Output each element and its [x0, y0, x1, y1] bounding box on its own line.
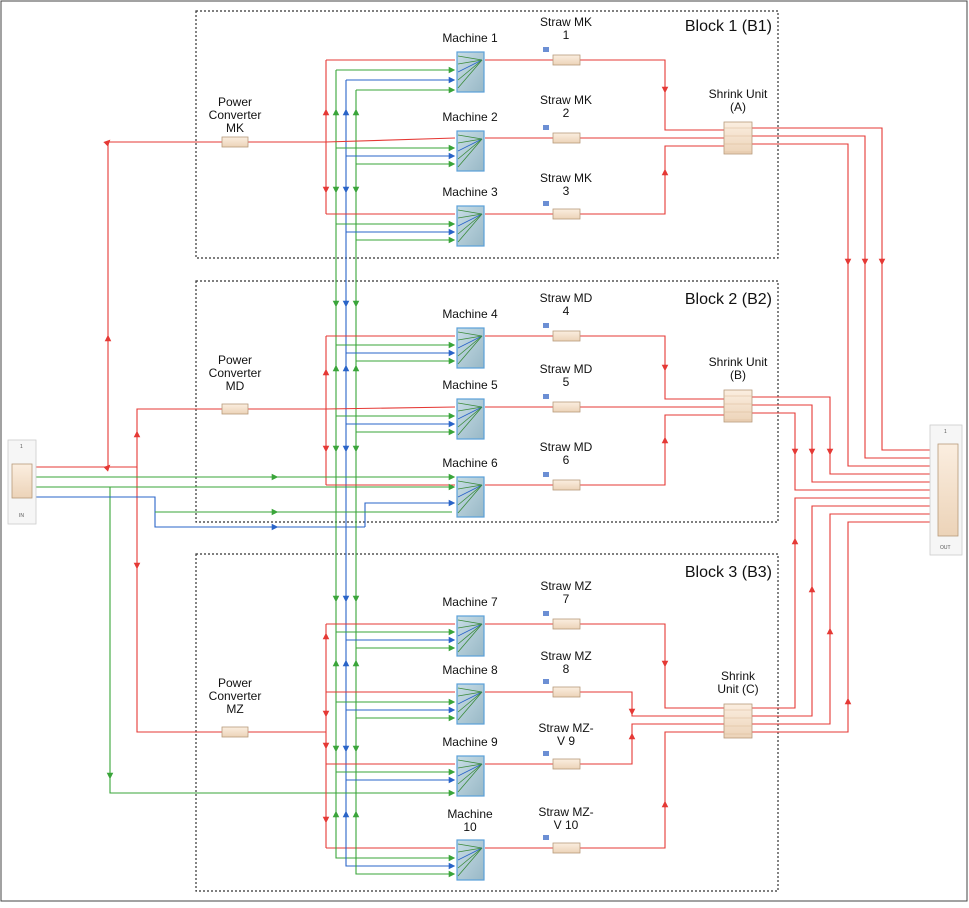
- machine-label-m9: Machine 9: [442, 735, 498, 749]
- machine-glyph-m8: [457, 687, 483, 721]
- machine-label-m7: Machine 7: [442, 595, 498, 609]
- machine-label-m1: Machine 1: [442, 31, 498, 45]
- machine-glyph-m6: [457, 480, 483, 514]
- shrink-unit-label-su-a: Shrink Unit(A): [709, 87, 768, 114]
- machine-glyph-m3: [457, 209, 483, 243]
- machine-glyph-m10: [457, 843, 483, 877]
- converter-pc-mk[interactable]: [221, 136, 249, 148]
- block-2-frame: [195, 280, 779, 523]
- machine-m3[interactable]: [456, 205, 485, 247]
- input-port[interactable]: 1 IN: [7, 439, 37, 525]
- shrink-unit-su-c[interactable]: [723, 703, 753, 739]
- output-port-top-label: 1: [944, 429, 947, 435]
- straw-marker-icon: [543, 394, 549, 399]
- straw-s7[interactable]: [552, 618, 581, 630]
- output-port[interactable]: 1 OUT: [929, 424, 963, 556]
- straw-s8[interactable]: [552, 686, 581, 698]
- straw-marker-icon: [543, 47, 549, 52]
- straw-marker-icon: [543, 835, 549, 840]
- machine-glyph-m4: [457, 331, 483, 365]
- straw-marker-icon: [543, 323, 549, 328]
- component-labels: Block 1 (B1) Block 2 (B2) Block 3 (B3) Powe…: [209, 15, 772, 834]
- input-port-top-label: 1: [20, 444, 23, 450]
- machine-m9[interactable]: [456, 755, 485, 797]
- machine-label-m2: Machine 2: [442, 110, 498, 124]
- block-title-b3: Block 3 (B3): [685, 564, 772, 581]
- converter-pc-mz[interactable]: [221, 726, 249, 738]
- machine-label-m8: Machine 8: [442, 663, 498, 677]
- machine-label-m3: Machine 3: [442, 185, 498, 199]
- connection-wires: [35, 59, 940, 878]
- machine-label-m4: Machine 4: [442, 307, 498, 321]
- straw-marker-icon: [543, 472, 549, 477]
- machine-label-m6: Machine 6: [442, 456, 498, 470]
- machine-glyph-m1: [457, 55, 483, 89]
- straw-s3[interactable]: [552, 208, 581, 220]
- straw-s9[interactable]: [552, 758, 581, 770]
- machine-m10[interactable]: [456, 839, 485, 881]
- shrink-unit-su-b[interactable]: [723, 389, 753, 423]
- machine-m1[interactable]: [456, 51, 485, 93]
- straw-marker-icon: [543, 201, 549, 206]
- block-title-b1: Block 1 (B1): [685, 18, 772, 35]
- block-3-frame: [195, 553, 779, 892]
- output-port-bottom-label: OUT: [940, 545, 951, 551]
- straw-marker-icon: [543, 679, 549, 684]
- straw-s1[interactable]: [552, 54, 581, 66]
- machine-glyph-m9: [457, 759, 483, 793]
- straw-label-s9: Straw MZ-V 9: [538, 721, 593, 748]
- machine-m5[interactable]: [456, 398, 485, 440]
- straw-s2[interactable]: [552, 132, 581, 144]
- straw-marker-icon: [543, 751, 549, 756]
- straw-marker-icon: [543, 611, 549, 616]
- components: [221, 47, 753, 881]
- machine-glyph-m2: [457, 134, 483, 168]
- straw-s10[interactable]: [552, 842, 581, 854]
- machine-label-m5: Machine 5: [442, 378, 498, 392]
- machine-m2[interactable]: [456, 130, 485, 172]
- straw-s4[interactable]: [552, 330, 581, 342]
- machine-m8[interactable]: [456, 683, 485, 725]
- machine-m4[interactable]: [456, 327, 485, 369]
- machine-m6[interactable]: [456, 476, 485, 518]
- machine-m7[interactable]: [456, 615, 485, 657]
- block-title-b2: Block 2 (B2): [685, 291, 772, 308]
- converter-pc-md[interactable]: [221, 403, 249, 415]
- straw-s5[interactable]: [552, 401, 581, 413]
- straw-marker-icon: [543, 125, 549, 130]
- straw-s6[interactable]: [552, 479, 581, 491]
- machine-glyph-m7: [457, 619, 483, 653]
- straw-label-s10: Straw MZ-V 10: [538, 805, 593, 832]
- shrink-unit-su-a[interactable]: [723, 121, 753, 155]
- machine-glyph-m5: [457, 402, 483, 436]
- block-1-frame: [195, 10, 779, 259]
- shrink-unit-label-su-b: Shrink Unit(B): [709, 355, 768, 382]
- input-port-bottom-label: IN: [19, 513, 24, 519]
